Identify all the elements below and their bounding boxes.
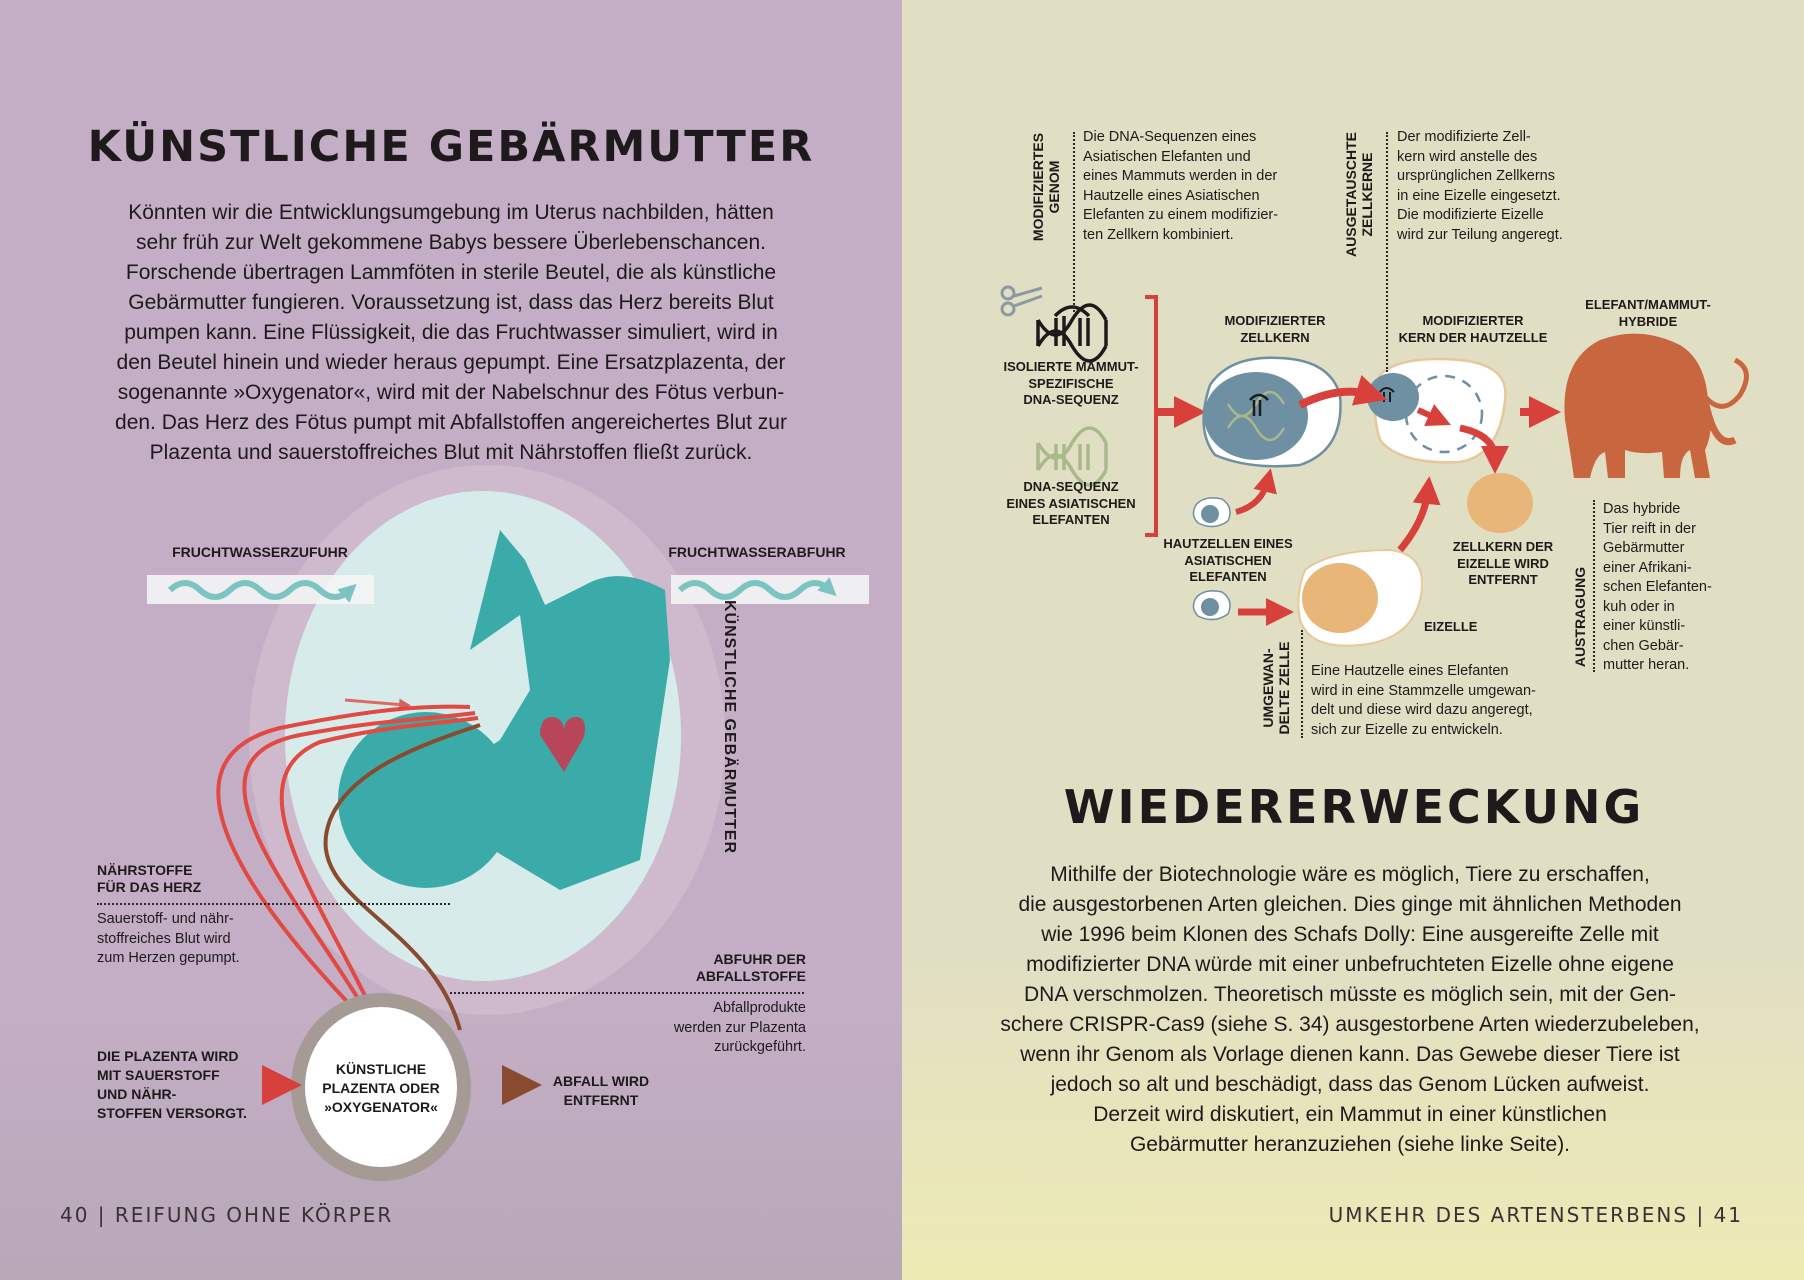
genome-divider <box>1073 132 1075 312</box>
swap-divider <box>1386 132 1388 372</box>
left-page-title: KÜNSTLICHE GEBÄRMUTTER <box>87 122 815 172</box>
inflow-label: FRUCHTWASSERZUFUHR <box>172 544 348 560</box>
waste-divider <box>450 992 804 994</box>
outflow-label: FRUCHTWASSERABFUHR <box>668 544 846 560</box>
swap-text: Der modifizierte Zell-kern wird anstelle… <box>1397 129 1563 243</box>
scissors-icon <box>1000 285 1043 317</box>
left-body-text: Könnten wir die Entwicklungsumgebung im … <box>115 201 787 464</box>
right-footer: UMKEHR DES ARTENSTERBENS | 41 <box>1328 1203 1743 1227</box>
converted-divider <box>1301 630 1303 738</box>
nutrients-text: Sauerstoff- und nähr-stoffreiches Blut w… <box>97 911 240 966</box>
womb-diagram <box>147 465 869 1181</box>
egg-label: EIZELLE <box>1424 619 1478 634</box>
nutrients-divider <box>97 903 450 905</box>
converted-cell-heading: UMGEWAN-DELTE ZELLE <box>1260 641 1292 735</box>
elephant-dna-icon <box>1036 426 1108 487</box>
mammoth-icon <box>1564 333 1749 478</box>
section-name: UMKEHR DES ARTENSTERBENS <box>1328 1203 1689 1227</box>
gestation-divider <box>1593 500 1595 672</box>
gestation-heading: AUSTRAGUNG <box>1572 566 1588 668</box>
page-number: 40 <box>60 1203 90 1227</box>
left-footer: 40 | REIFUNG OHNE KÖRPER <box>60 1203 394 1227</box>
page-number: 41 <box>1713 1203 1743 1227</box>
resurrection-diagram <box>1000 285 1749 647</box>
hybrid-label: ELEFANT/MAMMUT-HYBRIDE <box>1585 297 1711 329</box>
right-body-text: Mithilfe der Biotechnologie wäre es mögl… <box>1000 863 1700 1156</box>
section-name: REIFUNG OHNE KÖRPER <box>114 1203 394 1227</box>
right-page-title: WIEDERERWECKUNG <box>1063 780 1645 834</box>
mammoth-dna-icon <box>1036 303 1108 363</box>
womb-vertical-label: KÜNSTLICHE GEBÄRMUTTER <box>721 600 738 854</box>
